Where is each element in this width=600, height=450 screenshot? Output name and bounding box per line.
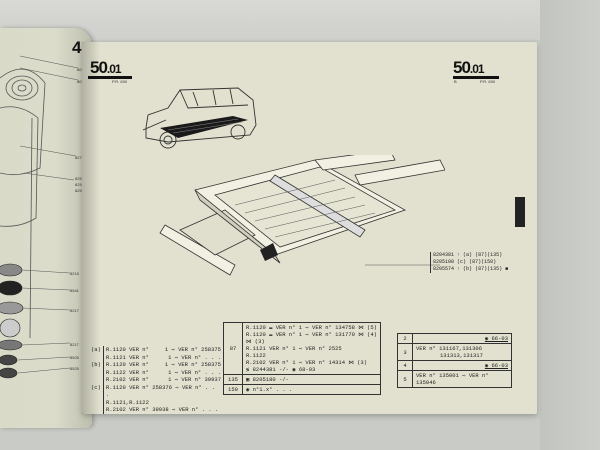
condition-group-c: (c) R.1120 VER n° 258376 ⇨ VER n° . . . …: [91, 383, 221, 414]
table-line: R.1122: [246, 352, 266, 359]
table-line: ≶ 8244381 -/- ◉ 68-03: [246, 366, 316, 373]
table-line: ▣ 8205180 -/-: [242, 374, 381, 385]
table-row: 3 VER n° 131167,131306 131313,131317: [397, 343, 512, 361]
callout-ref: 827: [75, 155, 82, 160]
callout-ref: 8215: [70, 271, 79, 276]
table-line: VER n° 131167,131306: [416, 345, 483, 352]
table-line: VER n° 135001 ⇨ VER n° 135046: [412, 370, 512, 388]
condition-row: R.1120 VER n° 258376 ⇨ VER n° . . .: [106, 383, 215, 399]
chassis-illustration: [159, 155, 445, 276]
callout-ref: 801: [77, 79, 84, 84]
table-line: ◉ 66-03: [412, 333, 512, 344]
table-row: 150 ◉ n°1.x° . . .: [223, 384, 381, 395]
row-code: 2: [397, 333, 413, 344]
table-line: ◉ n°1.x° . . .: [242, 384, 381, 395]
page-gutter-shadow: [82, 42, 100, 414]
callout-ref: 8541: [70, 288, 79, 293]
callout-ref: 801: [77, 67, 84, 72]
parts-table-right: 2 ◉ 66-03 3 VER n° 131167,131306 131313,…: [397, 333, 512, 388]
square-symbol-icon: ■: [505, 266, 509, 272]
table-row: 5 VER n° 135001 ⇨ VER n° 135046: [397, 370, 512, 388]
callout-ref: 8525: [70, 355, 79, 360]
left-page: 4: [0, 28, 92, 428]
chassis-ref-row: 8204381 ↑ (a) (87)(135): [433, 252, 503, 258]
condition-row: R.1122 VER n° 1 ⇨ VER n° . . .: [106, 368, 221, 376]
chassis-reference-list: 8204381 ↑ (a) (87)(135) 8205100 (c) (87)…: [430, 252, 508, 273]
group-label: (c): [91, 383, 101, 391]
page-number-bar: [453, 76, 499, 79]
background-right: [540, 0, 600, 450]
table-line: R.1120 ▬ VER n° 1 ⇨ VER n° 131770 ⋈ (4) …: [246, 331, 377, 345]
section-tab-marker: [515, 197, 525, 227]
row-code: 3: [397, 343, 413, 361]
callout-ref: 825: [75, 176, 82, 181]
page-number-sub: P.R. 690: [480, 79, 496, 84]
callout-ref: 825: [75, 188, 82, 193]
page-number-left: 50.01: [90, 58, 122, 77]
table-line: R.1120 ▬ VER n° 1 ⇨ VER n° 134758 ⋈ (5): [246, 324, 377, 331]
table-row: 87 R.1120 ▬ VER n° 1 ⇨ VER n° 134758 ⋈ (…: [223, 322, 381, 375]
table-line: ◉ 66-03: [412, 360, 512, 371]
row-code: 5: [397, 370, 413, 388]
table-row: 2 ◉ 66-03: [397, 333, 512, 344]
row-code: 150: [223, 384, 243, 395]
background-top: [0, 0, 600, 40]
chassis-ref-row: 8205100 (c) (87)(150): [433, 259, 497, 265]
conditions-list: (a) R.1120 VER n° 1 ⇨ VER n° 258375 R.11…: [91, 346, 221, 414]
row-code: 4: [397, 360, 413, 371]
table-row: 135 ▣ 8205180 -/-: [223, 374, 381, 385]
row-code: 135: [223, 374, 243, 385]
table-line: R.1121 VER n° 1 ⇨ VER n° 2525: [246, 345, 342, 352]
callout-ref: 8217: [70, 308, 79, 313]
callout-ref: 8525: [70, 366, 79, 371]
callout-ref: 8217: [70, 342, 79, 347]
condition-row: R.1120 VER n° 1 ⇨ VER n° 258375: [106, 361, 221, 368]
car-illustration: [142, 87, 257, 149]
page-number-right: 50.01: [453, 58, 485, 77]
page-number-sub: P.R. 690: [112, 79, 128, 84]
page-number-prefix: B: [454, 79, 457, 84]
condition-row: R.1120 VER n° 1 ⇨ VER n° 258375: [106, 346, 221, 353]
condition-row: R.1121,R.1122: [106, 398, 149, 406]
group-label: (a): [91, 346, 101, 353]
condition-row: R.2102 VER n° 1 ⇨ VER n° 39937: [106, 376, 221, 383]
condition-row: R.2102 VER n° 39938 ⇨ VER n° . . .: [106, 406, 219, 413]
page-number-bar: [88, 76, 132, 79]
condition-group-a: (a) R.1120 VER n° 1 ⇨ VER n° 258375 R.11…: [91, 346, 221, 361]
row-code: 87: [223, 322, 243, 375]
table-row: 4 ◉ 66-03: [397, 360, 512, 371]
condition-group-b: (b) R.1120 VER n° 1 ⇨ VER n° 258375 R.11…: [91, 361, 221, 384]
condition-row: R.1121 VER n° 1 ⇨ VER n° . . .: [106, 353, 221, 361]
chassis-ref-row: 8205574 ↑ (b) (87)(135) ■: [433, 266, 509, 272]
table-line: R.2102 VER n° 1 ⇨ VER n° 14314 ⋈ (3): [246, 359, 368, 366]
shock-absorber-illustration: [0, 55, 79, 379]
group-label: (b): [91, 361, 101, 368]
callout-ref: 825: [75, 182, 82, 187]
parts-table-center: 87 R.1120 ▬ VER n° 1 ⇨ VER n° 134758 ⋈ (…: [223, 322, 381, 395]
left-page-number: 4: [72, 38, 82, 57]
table-line: 131313,131317: [440, 352, 483, 359]
